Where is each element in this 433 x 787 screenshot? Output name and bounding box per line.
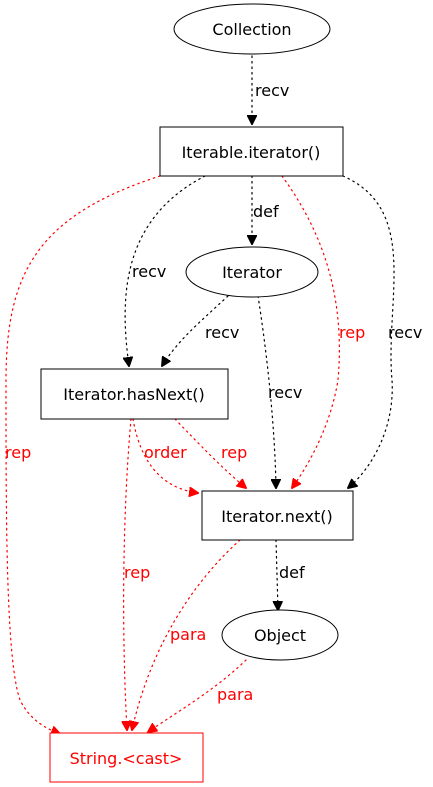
edge-iterable-iterator-to-string-cast (5, 175, 161, 734)
node-collection-label: Collection (212, 20, 291, 39)
node-iterable-iterator: Iterable.iterator() (159, 126, 344, 177)
edge-label-rep: rep (5, 443, 31, 462)
node-string-cast: String.<cast> (49, 732, 204, 783)
edge-next-to-string-cast (132, 539, 241, 730)
node-iterator-hasnext: Iterator.hasNext() (40, 368, 229, 420)
edge-hasnext-to-string-cast (124, 418, 131, 730)
edge-label-def: def (253, 202, 279, 221)
node-object-label: Object (254, 626, 306, 645)
edge-iterable-iterator-to-hasnext (125, 175, 206, 366)
edge-label-para: para (170, 625, 206, 644)
edge-label-def: def (279, 563, 305, 582)
edge-label-recv: recv (255, 81, 289, 100)
node-iterator: Iterator (185, 246, 319, 298)
edge-hasnext-to-next-rep (174, 418, 246, 488)
edge-hasnext-to-next-order (132, 418, 198, 493)
edge-label-recv: recv (205, 323, 239, 342)
edge-label-rep: rep (124, 563, 150, 582)
edge-label-para: para (217, 685, 253, 704)
node-string-cast-label: String.<cast> (70, 749, 183, 768)
edge-next-to-object (276, 539, 278, 610)
node-collection-shape (173, 3, 331, 55)
node-iterator-label: Iterator (222, 263, 282, 282)
edge-label-order: order (144, 443, 187, 462)
node-iterator-next: Iterator.next() (201, 490, 354, 541)
edge-label-recv: recv (132, 262, 166, 281)
node-iterable-iterator-shape (159, 126, 344, 177)
edge-iterator-to-next (257, 295, 276, 488)
node-object-shape (221, 609, 339, 661)
edges: recv def recv recv rep rep recv recv ord… (5, 55, 422, 734)
node-object: Object (221, 609, 339, 661)
node-string-cast-shape (49, 732, 204, 783)
node-iterable-iterator-label: Iterable.iterator() (182, 143, 321, 162)
node-iterator-shape (185, 246, 319, 298)
edge-label-recv: recv (268, 383, 302, 402)
node-iterator-next-shape (201, 490, 354, 541)
edge-iterable-iterator-to-next-rep (281, 175, 340, 488)
edge-iterable-iterator-to-next-recv (342, 175, 395, 488)
edge-object-to-string-cast (148, 659, 247, 732)
node-collection: Collection (173, 3, 331, 55)
edge-label-rep: rep (339, 323, 365, 342)
edge-label-rep: rep (221, 443, 247, 462)
node-iterator-next-label: Iterator.next() (221, 507, 332, 526)
node-iterator-hasnext-label: Iterator.hasNext() (63, 385, 205, 404)
nodes: Collection Iterable.iterator() Iterator … (40, 3, 354, 783)
edge-label-recv: recv (388, 323, 422, 342)
edge-iterator-to-hasnext (162, 295, 229, 366)
node-iterator-hasnext-shape (40, 368, 229, 420)
